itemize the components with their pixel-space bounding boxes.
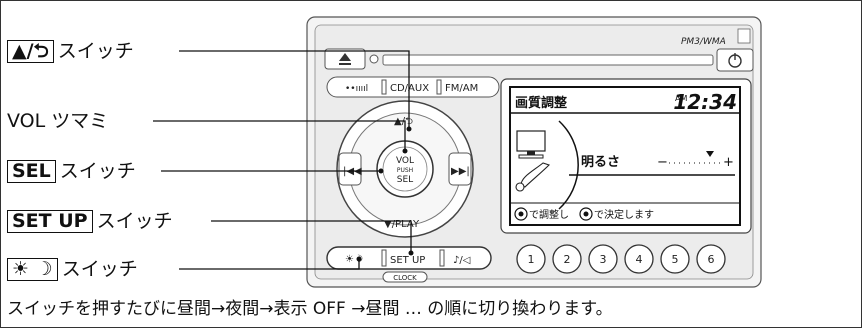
eject-symbol-box: ▲/⮌ [7, 40, 54, 63]
svg-text:☀☽: ☀☽ [345, 254, 363, 265]
preset-4 [624, 244, 654, 274]
bottom-button-row [326, 246, 492, 270]
preset-buttons: 1 2 3 4 5 6 [516, 244, 726, 274]
preset-5-label: 5 [672, 253, 679, 266]
preset-1 [516, 244, 546, 274]
screen-minus: − [657, 155, 668, 170]
caption-text: スイッチを押すたびに昼間→夜間→表示 OFF →昼間 … の順に切り換わります。 [7, 299, 613, 319]
leader-setup [211, 220, 412, 253]
preset-2 [552, 244, 582, 274]
sun-moon-icon: ☀ ☽ [7, 258, 58, 281]
preset-2-label: 2 [564, 253, 571, 266]
sel-key-box: SEL [7, 160, 56, 183]
preset-1-label: 1 [528, 253, 535, 266]
preset-3-label: 3 [600, 253, 607, 266]
screen-setting: 明るさ [581, 155, 620, 170]
knob-vol-text: VOL [396, 156, 414, 166]
screen-hint-b: で決定します [594, 208, 654, 221]
preset-6 [696, 244, 726, 274]
daynight-switch-label: ☀ ☽スイッチ [7, 257, 138, 281]
screen-time: 12:34 [673, 90, 737, 114]
screen-am: AM [675, 94, 687, 103]
svg-text:••ııııl: ••ııııl [345, 84, 368, 94]
vol-knob-label: VOL ツマミ [7, 110, 109, 132]
fm-am-label: FM/AM [445, 83, 478, 94]
eject-switch-label: ▲/⮌スイッチ [7, 39, 134, 63]
disc-slot [382, 54, 714, 66]
leader-daynight [179, 259, 360, 270]
setup-key-box: SET UP [7, 210, 93, 233]
screen-title: 画質調整 [515, 95, 568, 111]
setup-button-label: SET UP [390, 255, 425, 266]
leader-eject [179, 50, 410, 129]
preset-6-label: 6 [708, 253, 715, 266]
knob-push-text: PUSH [397, 167, 413, 174]
display-screen [509, 86, 741, 226]
preset-5 [660, 244, 690, 274]
source-button-row [326, 76, 500, 98]
leader-vol [153, 120, 406, 151]
preset-3 [588, 244, 618, 274]
svg-text:♪/◁: ♪/◁ [453, 255, 471, 266]
preset-4-label: 4 [636, 253, 643, 266]
screen-plus: + [723, 155, 734, 170]
svg-text:▶▶|: ▶▶| [451, 166, 470, 177]
knob-sel-text: SEL [397, 175, 413, 185]
knob-bottom-label: ▼/PLAY [384, 219, 420, 230]
screen-hint-a: で調整し [529, 208, 569, 221]
format-label: PM3/WMA [681, 37, 726, 47]
clock-label: CLOCK [393, 274, 417, 282]
leader-lines [153, 50, 412, 270]
